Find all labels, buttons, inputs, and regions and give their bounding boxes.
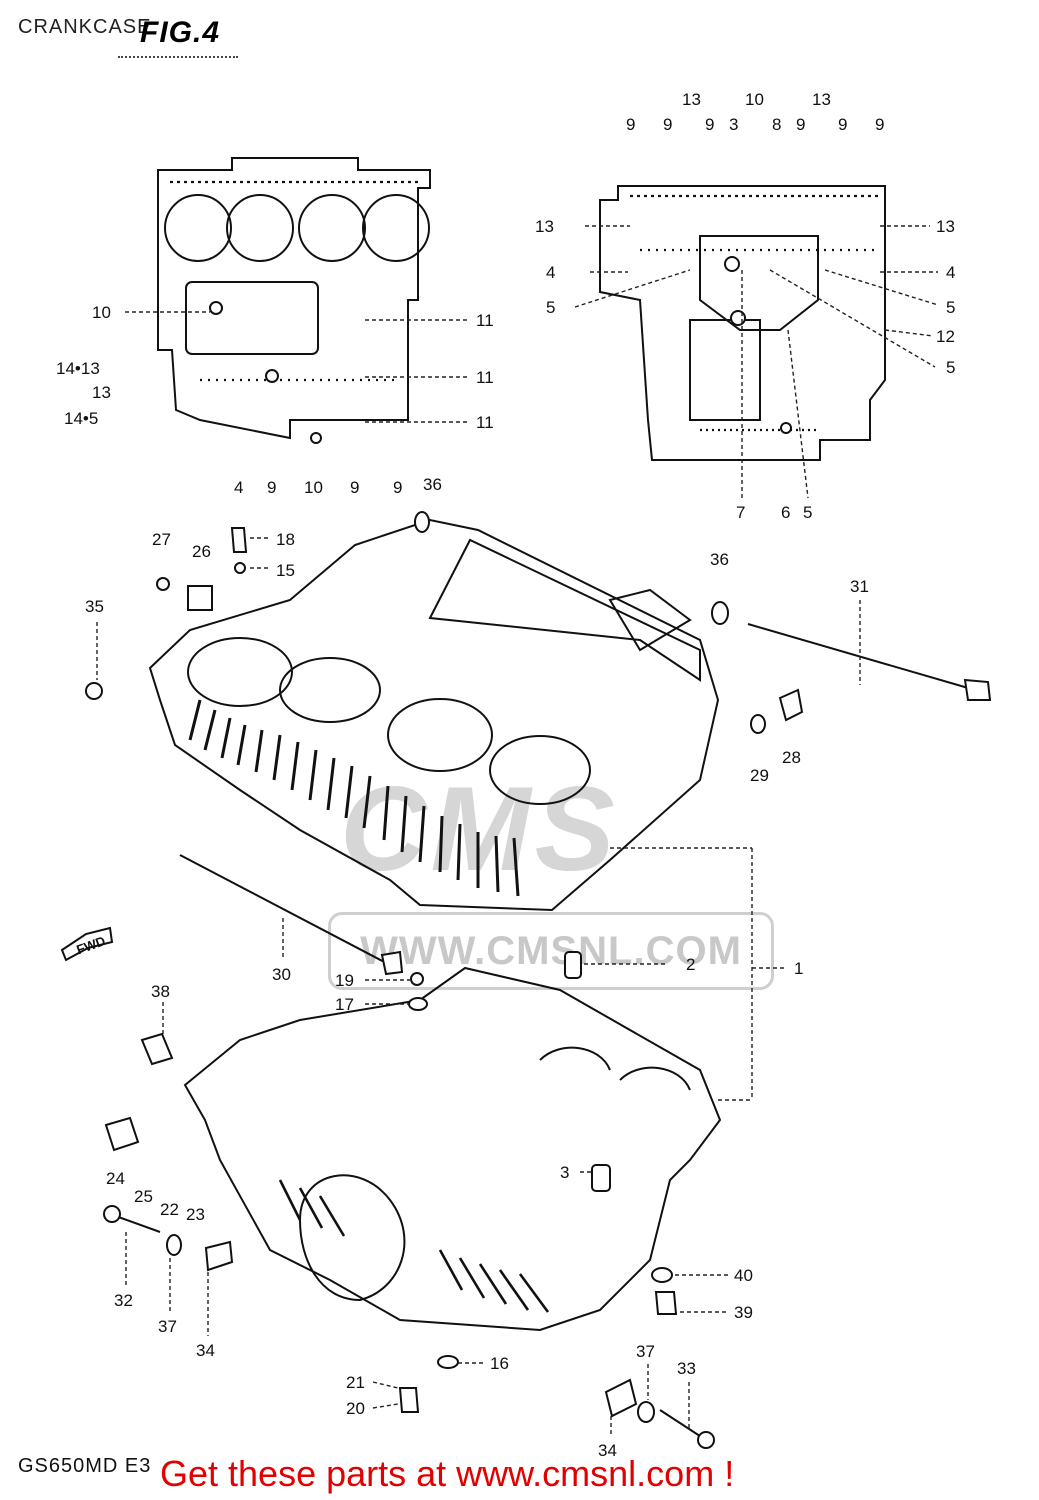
callout-label: 3 bbox=[560, 1163, 569, 1182]
callout-label: 5 bbox=[946, 358, 955, 377]
callout-label: 9 bbox=[267, 478, 276, 497]
callout-label: 37 bbox=[636, 1342, 655, 1361]
callout-label: 36 bbox=[423, 475, 442, 494]
callout-label: 5 bbox=[946, 298, 955, 317]
callout-label: 31 bbox=[850, 577, 869, 596]
page-title: CRANKCASE bbox=[18, 16, 152, 38]
callout-label: 36 bbox=[710, 550, 729, 569]
callout-label: 1 bbox=[794, 959, 803, 978]
callout-label: 38 bbox=[151, 982, 170, 1001]
callout-label: 11 bbox=[476, 311, 494, 330]
callout-label: 33 bbox=[677, 1359, 696, 1378]
callout-label: 21 bbox=[346, 1373, 365, 1392]
figure-underline bbox=[118, 56, 238, 60]
callout-label: 13 bbox=[535, 217, 554, 236]
callout-label: 9 bbox=[663, 115, 672, 134]
loose-parts bbox=[60, 511, 992, 1449]
callout-label: 9 bbox=[875, 115, 884, 134]
callout-label: 5 bbox=[803, 503, 812, 522]
callout-label: 3 bbox=[729, 115, 738, 134]
callout-label: 9 bbox=[838, 115, 847, 134]
callout-label: 28 bbox=[782, 748, 801, 767]
callout-label: 12 bbox=[936, 327, 955, 346]
callout-label: 8 bbox=[772, 115, 781, 134]
callout-label: 32 bbox=[114, 1291, 133, 1310]
cta-link[interactable]: Get these parts at www.cmsnl.com ! bbox=[160, 1453, 735, 1494]
callout-label: 10 bbox=[92, 303, 111, 322]
fwd-arrow bbox=[60, 926, 114, 962]
callout-label: 9 bbox=[705, 115, 714, 134]
callout-label: 13 bbox=[92, 383, 111, 402]
callout-label: 9 bbox=[393, 478, 402, 497]
callout-label: 18 bbox=[276, 530, 295, 549]
callout-label: 24 bbox=[106, 1169, 125, 1188]
callout-label: 29 bbox=[750, 766, 769, 785]
callout-label: 14•5 bbox=[64, 409, 98, 428]
callout-label: 6 bbox=[781, 503, 790, 522]
callout-label: 11 bbox=[476, 413, 494, 432]
callout-label: 10 bbox=[304, 478, 323, 497]
callout-label: 7 bbox=[736, 503, 745, 522]
figure-label: FIG.4 bbox=[140, 16, 221, 49]
upper-crankcase bbox=[148, 518, 720, 912]
callout-label: 17 bbox=[335, 995, 354, 1014]
callout-label: 39 bbox=[734, 1303, 753, 1322]
callout-label: 26 bbox=[192, 542, 211, 561]
callout-label: 25 bbox=[134, 1187, 153, 1206]
lower-crankcase bbox=[183, 966, 722, 1332]
callout-label: 16 bbox=[490, 1354, 509, 1373]
model-code: GS650MD E3 bbox=[18, 1455, 152, 1477]
callout-lines bbox=[96, 225, 939, 1436]
callout-label: 34 bbox=[196, 1341, 215, 1360]
callout-label: 9 bbox=[626, 115, 635, 134]
callout-label: 30 bbox=[272, 965, 291, 984]
callout-label: 13 bbox=[812, 90, 831, 109]
callout-label: 4 bbox=[946, 263, 955, 282]
callout-label: 20 bbox=[346, 1399, 365, 1418]
callout-label: 37 bbox=[158, 1317, 177, 1336]
callout-label: 40 bbox=[734, 1266, 753, 1285]
callout-label: 22 bbox=[160, 1200, 179, 1219]
callout-label: 13 bbox=[682, 90, 701, 109]
callout-label: 35 bbox=[85, 597, 104, 616]
callout-label: 11 bbox=[476, 368, 494, 387]
callout-label: 27 bbox=[152, 530, 171, 549]
callout-label: 2 bbox=[686, 955, 695, 974]
callout-label: 9 bbox=[796, 115, 805, 134]
callout-label: 5 bbox=[546, 298, 555, 317]
fwd-label: FWD bbox=[74, 933, 107, 957]
callout-label: 14•13 bbox=[56, 359, 100, 378]
callout-label: 19 bbox=[335, 971, 354, 990]
callout-label: 34 bbox=[598, 1441, 617, 1460]
callout-label: 13 bbox=[936, 217, 955, 236]
callout-label: 10 bbox=[745, 90, 764, 109]
callout-label: 4 bbox=[234, 478, 243, 497]
callout-label: 9 bbox=[350, 478, 359, 497]
upper-left-view bbox=[157, 157, 431, 444]
callout-labels: 10 11 11 11 14•13 13 14•5 4 9 10 9 9 9 9… bbox=[56, 90, 955, 1460]
callout-label: 4 bbox=[546, 263, 555, 282]
callout-label: 15 bbox=[276, 561, 295, 580]
callout-label: 23 bbox=[186, 1205, 205, 1224]
